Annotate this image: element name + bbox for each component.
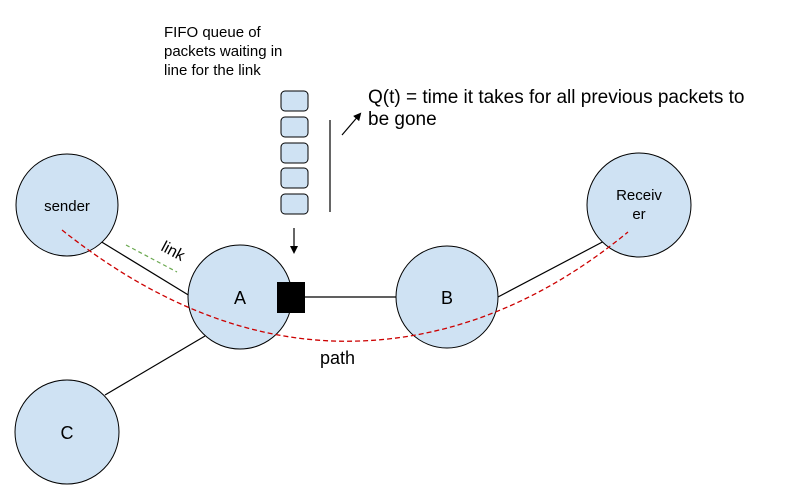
- queue-packet: [280, 167, 309, 189]
- node-receiver: [586, 152, 692, 258]
- edge-a-c: [104, 335, 206, 396]
- node-c: [14, 379, 120, 485]
- link-label: link: [158, 239, 188, 266]
- node-receiver-label-line1: Receiv: [616, 187, 662, 204]
- node-sender: [15, 153, 119, 257]
- queue-caption-line1: FIFO queue of: [164, 24, 262, 41]
- node-c-label: C: [61, 423, 74, 443]
- edge-sender-a: [99, 240, 191, 297]
- queue-caption-line3: line for the link: [164, 62, 261, 79]
- path-label: path: [320, 348, 355, 368]
- queue-caption-line2: packets waiting in: [164, 43, 282, 60]
- queue-packet: [280, 90, 309, 112]
- qt-pointer-arrow: [341, 112, 362, 136]
- edge-b-receiver: [497, 237, 611, 298]
- queue-packet: [280, 142, 309, 164]
- node-sender-label: sender: [44, 198, 90, 215]
- node-b-label: B: [441, 288, 453, 308]
- node-receiver-label-line2: er: [632, 206, 645, 223]
- queue-packet: [280, 116, 309, 138]
- link-buffer: [277, 282, 305, 313]
- link-dash-marker: [125, 244, 178, 273]
- queue-packet: [280, 193, 309, 215]
- queue-definition-line2: be gone: [368, 109, 437, 130]
- queue-definition-line1: Q(t) = time it takes for all previous pa…: [368, 87, 744, 108]
- packet-queue: [280, 90, 309, 215]
- node-a-label: A: [234, 288, 246, 308]
- node-b: [395, 245, 499, 349]
- packet-path: [61, 229, 629, 342]
